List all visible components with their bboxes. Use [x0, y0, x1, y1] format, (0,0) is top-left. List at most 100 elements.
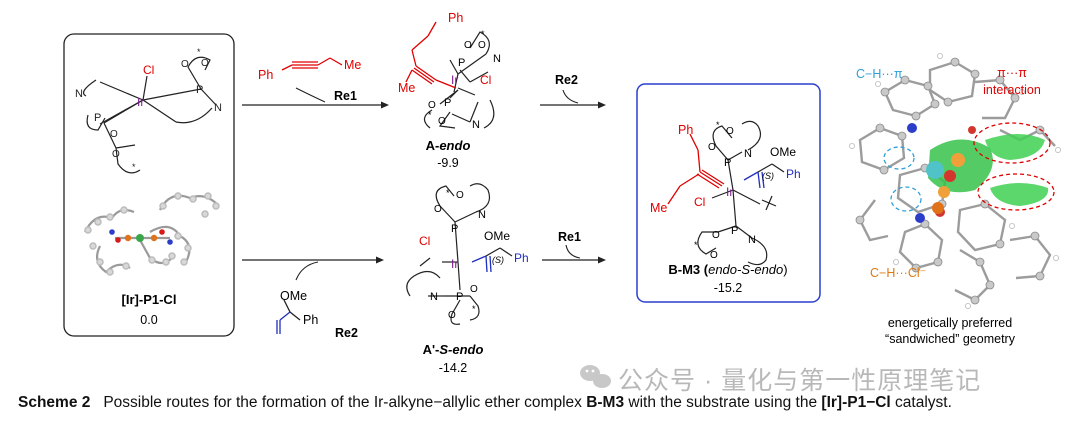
- geometry-caption-2: “sandwiched” geometry: [885, 332, 1016, 346]
- a-s-endo-allyl: [471, 255, 492, 273]
- catalyst-p-atom: P: [94, 112, 101, 124]
- b-m3-me-label: Me: [650, 201, 667, 215]
- catalyst-p-atom: P: [196, 84, 203, 96]
- scheme-caption: Scheme 2 Possible routes for the formati…: [18, 394, 952, 412]
- b-m3-o-atom: O: [708, 142, 716, 153]
- caption-text-3: catalyst.: [890, 394, 952, 411]
- a-endo-o-atom: O: [464, 40, 472, 51]
- catalyst-3d-model: [84, 192, 220, 276]
- b-m3-cl-atom: Cl: [694, 195, 705, 209]
- catalyst-energy: 0.0: [140, 313, 157, 327]
- catalyst-cl-atom: Cl: [143, 63, 154, 77]
- caption-bold-ref: B-M3: [586, 394, 625, 411]
- catalyst-o-atom: O: [181, 59, 189, 70]
- a-s-endo-bond: [499, 247, 513, 257]
- reagent-re2-bottom-label: Re2: [335, 326, 358, 340]
- a-s-endo-o-atom: O: [456, 190, 464, 201]
- a-endo-o-atom: O: [478, 40, 486, 51]
- ether-ome-label: OMe: [280, 289, 307, 303]
- catalyst-o-atom: O: [201, 58, 209, 69]
- b-m3-ph-label: Ph: [786, 167, 801, 181]
- alkyne-ph-label: Ph: [258, 68, 273, 82]
- catalyst-box: [63, 33, 235, 337]
- a-endo-p-atom: P: [458, 57, 465, 69]
- b-m3-n-atom: N: [744, 148, 752, 160]
- catalyst-o-atom: O: [112, 149, 120, 160]
- b-m3-ome-label: OMe: [770, 145, 796, 159]
- a-endo-n-atom: N: [493, 53, 501, 65]
- b-m3-stereo-label: (S): [762, 171, 774, 181]
- pi-pi-label: π···π: [997, 66, 1027, 80]
- curved-arrow-re2: [562, 89, 579, 104]
- catalyst-star: *: [197, 47, 201, 57]
- pi-pi-label-2: interaction: [983, 83, 1041, 97]
- alkyne-me-label: Me: [344, 58, 361, 72]
- arrow-head: [376, 256, 384, 264]
- a-endo-label: A-endo: [426, 138, 471, 153]
- b-m3-p-atom: P: [731, 225, 738, 237]
- a-s-endo-p-atom: P: [456, 291, 463, 303]
- b-m3-ph-label: Ph: [678, 123, 693, 137]
- b-m3-o-atom: O: [710, 250, 718, 261]
- a-s-endo-star: *: [446, 188, 450, 198]
- a-s-endo-energy: -14.2: [439, 361, 468, 375]
- b-m3-star: *: [716, 120, 720, 130]
- a-s-endo-ome-label: OMe: [484, 229, 510, 243]
- sandwich-geometry-model: [849, 53, 1062, 309]
- watermark-text: 公众号 · 量化与第一性原理笔记: [618, 367, 982, 395]
- b-m3-allyl: [743, 171, 765, 189]
- b-m3-energy: -15.2: [714, 281, 743, 295]
- a-endo-o-atom: O: [428, 100, 436, 111]
- reagent-re2-label: Re2: [555, 73, 578, 87]
- a-s-endo-cl-atom: Cl: [419, 234, 430, 248]
- b-m3-ir-atom: Ir: [726, 185, 733, 199]
- catalyst-label: [Ir]-P1-Cl: [122, 292, 177, 307]
- b-m3-bond: [757, 163, 773, 173]
- a-endo-n-atom: N: [472, 119, 480, 131]
- a-endo-ph-label: Ph: [448, 11, 463, 25]
- a-s-endo-o-atom: O: [470, 284, 478, 295]
- a-s-endo-n-atom: N: [478, 209, 486, 221]
- catalyst-n-atom: N: [75, 88, 83, 100]
- curved-arrow-re2-bottom: [295, 261, 319, 281]
- a-endo-energy: -9.9: [437, 156, 459, 170]
- a-s-endo-p-atom: P: [451, 223, 458, 235]
- b-m3-o-atom: O: [726, 126, 734, 137]
- reagent-re1-bottom-label: Re1: [558, 230, 581, 244]
- a-s-endo-label: A'-S-endo: [423, 342, 484, 357]
- caption-bold-cat: [Ir]-P1−Cl: [821, 394, 891, 411]
- b-m3-star: *: [694, 240, 698, 250]
- curved-arrow-re1-bottom: [565, 244, 581, 259]
- ether-ph-label: Ph: [303, 313, 318, 327]
- curved-arrow-re1: [295, 87, 326, 103]
- caption-prefix: Scheme 2: [18, 394, 91, 411]
- b-m3-o-atom: O: [712, 230, 720, 241]
- a-s-endo-stereo-label: (S): [492, 255, 504, 265]
- allyl-ether-reagent: [276, 299, 301, 334]
- a-endo-alkyne: [405, 21, 457, 89]
- a-s-endo-ir-atom: Ir: [451, 257, 458, 271]
- a-endo-star: *: [428, 110, 432, 120]
- a-endo-me-label: Me: [398, 81, 415, 95]
- arrow-head: [598, 101, 606, 109]
- a-endo-p-atom: P: [444, 97, 451, 109]
- b-m3-p-atom: P: [724, 157, 731, 169]
- arrow-head: [381, 101, 389, 109]
- wechat-bubble-icon: [580, 365, 611, 388]
- a-s-endo-n-atom: N: [430, 291, 438, 303]
- arrow-head: [598, 256, 606, 264]
- a-s-endo-star: *: [472, 304, 476, 314]
- reagent-re1-label: Re1: [334, 89, 357, 103]
- a-s-endo-bond: [485, 247, 501, 257]
- b-m3-alkyne: [667, 133, 725, 205]
- a-endo-ir-atom: Ir: [451, 73, 458, 87]
- b-m3-box: [636, 83, 821, 303]
- catalyst-n-atom: N: [214, 102, 222, 114]
- catalyst-star: *: [132, 162, 136, 172]
- catalyst-ir-atom: Ir: [137, 95, 144, 109]
- alkyne-reagent: [281, 57, 343, 71]
- a-endo-o-atom: O: [438, 116, 446, 127]
- a-s-endo-o-atom: O: [434, 204, 442, 215]
- a-endo-cl-atom: Cl: [480, 73, 491, 87]
- b-m3-label: B-M3 (endo-S-endo): [668, 262, 787, 277]
